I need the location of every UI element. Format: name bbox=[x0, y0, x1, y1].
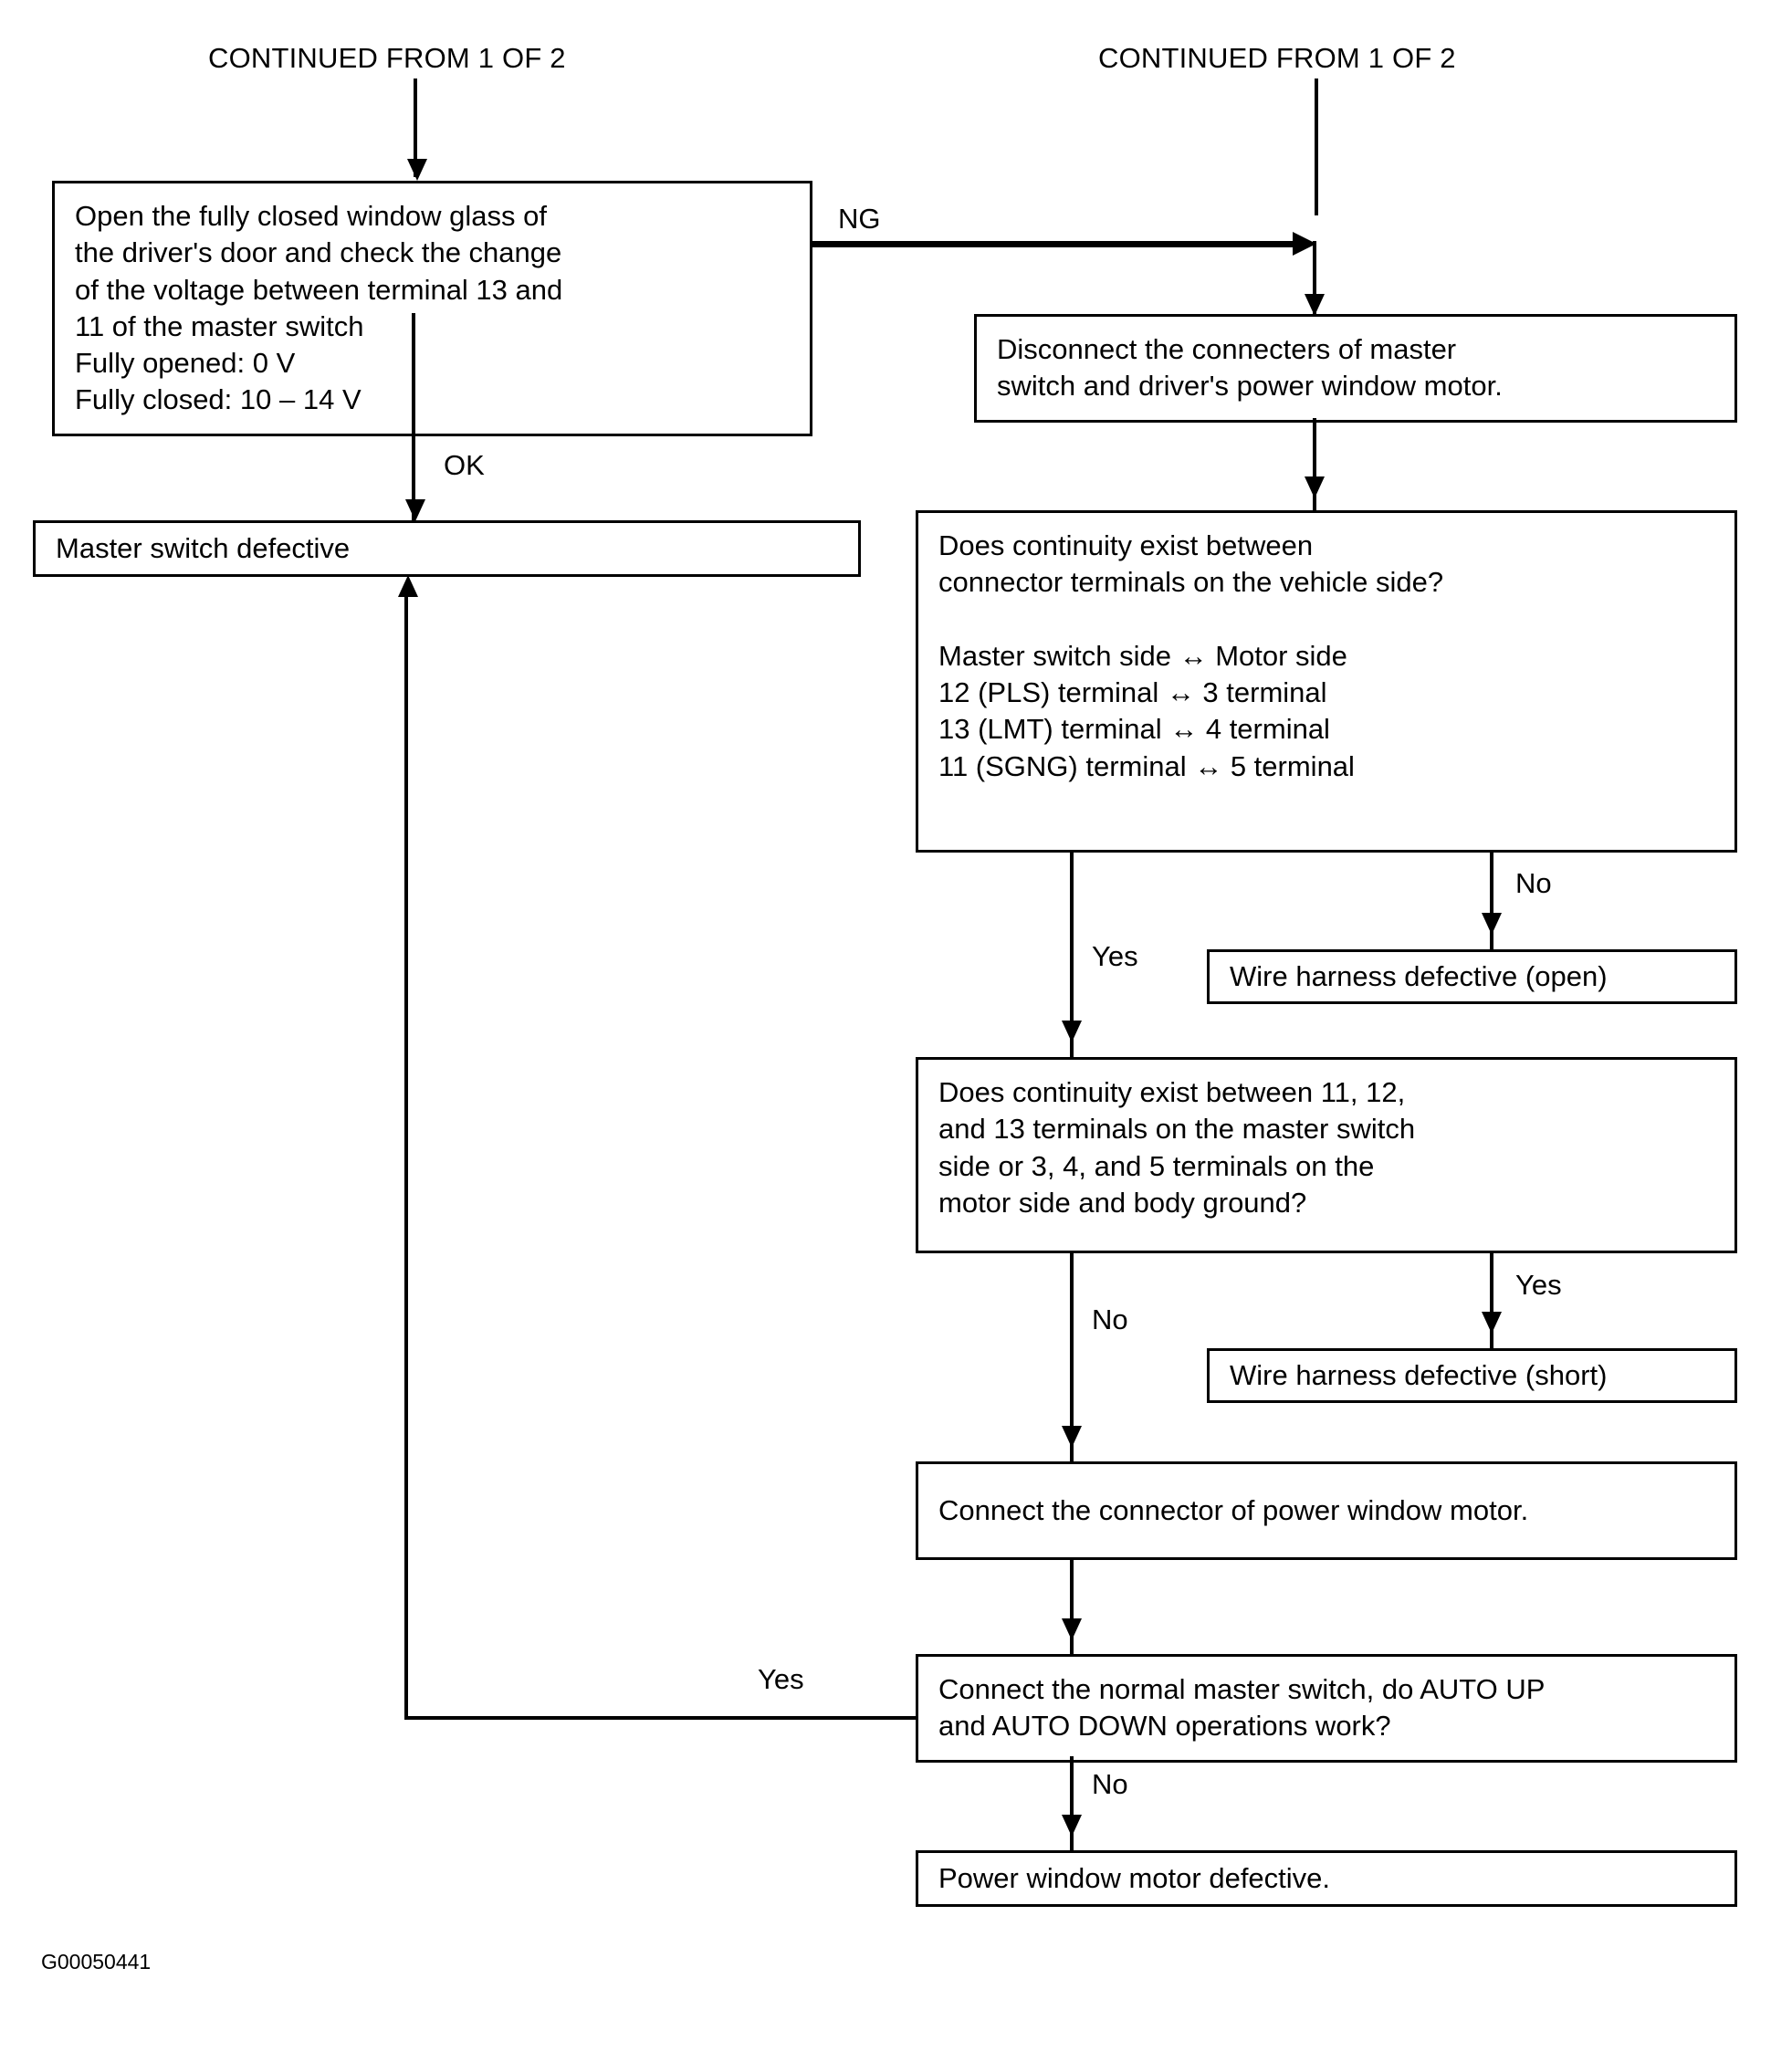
edge-label-ok: OK bbox=[444, 449, 485, 481]
header-continued-right: CONTINUED FROM 1 OF 2 bbox=[1098, 42, 1456, 74]
arrowhead-down-to-wire-harness-short bbox=[1482, 1312, 1502, 1334]
connector-yes-to-continuity-body-ground bbox=[1070, 853, 1074, 1063]
arrowhead-down-to-check-voltage bbox=[407, 159, 427, 181]
edge-label-ng: NG bbox=[838, 203, 881, 235]
connector-ng-down-to-disconnect bbox=[1313, 241, 1316, 336]
connector-yes-feedback-horizontal bbox=[404, 1716, 918, 1720]
connector-ng-horizontal bbox=[812, 241, 1294, 247]
arrowhead-down-to-continuity-body-ground bbox=[1062, 1021, 1082, 1042]
box-check-voltage[interactable]: Open the fully closed window glass of th… bbox=[52, 181, 812, 436]
connector-yes-to-wire-harness-short bbox=[1490, 1253, 1493, 1354]
box-wire-harness-defective-short[interactable]: Wire harness defective (short) bbox=[1207, 1348, 1737, 1403]
header-continued-left: CONTINUED FROM 1 OF 2 bbox=[208, 42, 566, 74]
connector-yes-feedback-vertical bbox=[404, 593, 408, 1720]
edge-label-no-body-ground: No bbox=[1092, 1303, 1128, 1335]
arrowhead-down-to-continuity-vehicle-side bbox=[1305, 476, 1325, 498]
arrowhead-down-to-disconnect bbox=[1305, 294, 1325, 316]
connector-header-right-down bbox=[1315, 79, 1318, 215]
connector-header-left-to-check-voltage bbox=[414, 79, 417, 177]
box-master-switch-defective[interactable]: Master switch defective bbox=[33, 520, 861, 577]
arrowhead-down-to-master-switch-defective bbox=[405, 499, 425, 521]
edge-label-no-auto-ops: No bbox=[1092, 1768, 1128, 1800]
edge-label-no-vehicle-side: No bbox=[1515, 867, 1552, 899]
connector-connect-motor-to-auto-check bbox=[1070, 1560, 1074, 1660]
connector-no-to-wire-harness-open bbox=[1490, 853, 1493, 955]
box-disconnect-connecters[interactable]: Disconnect the connecters of master swit… bbox=[974, 314, 1737, 423]
arrowhead-up-to-master-switch-defective bbox=[398, 575, 418, 597]
arrowhead-down-to-connect-motor bbox=[1062, 1426, 1082, 1448]
arrowhead-down-to-auto-check bbox=[1062, 1618, 1082, 1640]
box-continuity-body-ground[interactable]: Does continuity exist between 11, 12, an… bbox=[916, 1057, 1737, 1253]
edge-label-yes-vehicle-side: Yes bbox=[1092, 940, 1138, 972]
box-continuity-vehicle-side[interactable]: Does continuity exist between connector … bbox=[916, 510, 1737, 853]
edge-label-yes-auto-ops: Yes bbox=[758, 1663, 804, 1695]
connector-disconnect-to-continuity bbox=[1313, 418, 1316, 518]
arrowhead-down-to-motor-defective bbox=[1062, 1815, 1082, 1837]
connector-ok-down bbox=[412, 313, 415, 521]
figure-code: G00050441 bbox=[41, 1950, 152, 1973]
box-wire-harness-defective-open[interactable]: Wire harness defective (open) bbox=[1207, 949, 1737, 1004]
edge-label-yes-body-ground: Yes bbox=[1515, 1269, 1562, 1301]
connector-no-to-motor-defective bbox=[1070, 1756, 1074, 1857]
box-power-window-motor-defective[interactable]: Power window motor defective. bbox=[916, 1850, 1737, 1907]
arrowhead-right-ng bbox=[1293, 232, 1316, 256]
arrowhead-down-to-wire-harness-open bbox=[1482, 913, 1502, 935]
connector-no-to-connect-motor bbox=[1070, 1253, 1074, 1468]
box-connect-motor-connector[interactable]: Connect the connector of power window mo… bbox=[916, 1461, 1737, 1560]
box-auto-up-down-check[interactable]: Connect the normal master switch, do AUT… bbox=[916, 1654, 1737, 1763]
